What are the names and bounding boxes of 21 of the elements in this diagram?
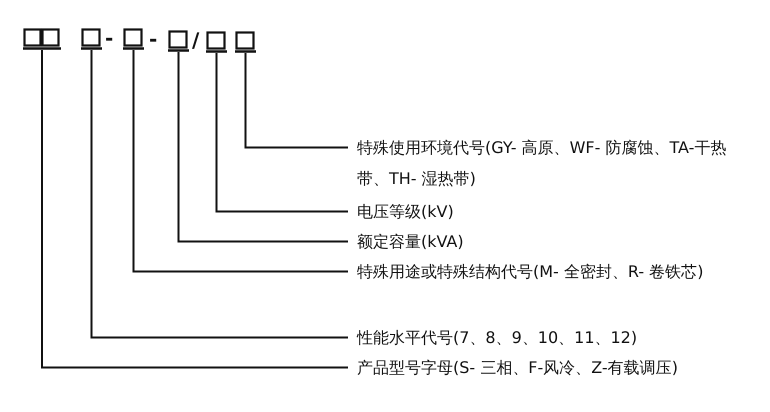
placeholder-box bbox=[168, 30, 189, 52]
leader-line bbox=[41, 50, 348, 368]
leader-line bbox=[90, 50, 348, 338]
leader-line bbox=[132, 50, 348, 272]
leader-line bbox=[244, 53, 348, 148]
placeholder-box bbox=[235, 31, 256, 53]
description-text: 电压等级(kV) bbox=[348, 196, 737, 227]
placeholder-box bbox=[206, 31, 227, 53]
description-text: 特殊用途或特殊结构代号(M- 全密封、R- 卷铁芯) bbox=[348, 256, 709, 287]
leader-line bbox=[216, 53, 348, 212]
slash-sign: / bbox=[192, 30, 200, 50]
description-text: 额定容量(kVA) bbox=[348, 226, 737, 257]
description-text: 特殊使用环境代号(GY- 高原、WF- 防腐蚀、TA-干热带、TH- 湿热带) bbox=[348, 132, 737, 194]
description-text: 性能水平代号(7、8、9、10、11、12) bbox=[348, 322, 757, 353]
description-text: 产品型号字母(S- 三相、F-风冷、Z-有载调压) bbox=[348, 352, 767, 383]
placeholder-box bbox=[23, 28, 61, 50]
leader-line bbox=[178, 52, 348, 242]
dash-sign: - bbox=[149, 29, 158, 49]
placeholder-box bbox=[81, 28, 102, 50]
dash-sign: - bbox=[105, 28, 114, 48]
placeholder-box bbox=[123, 28, 144, 50]
